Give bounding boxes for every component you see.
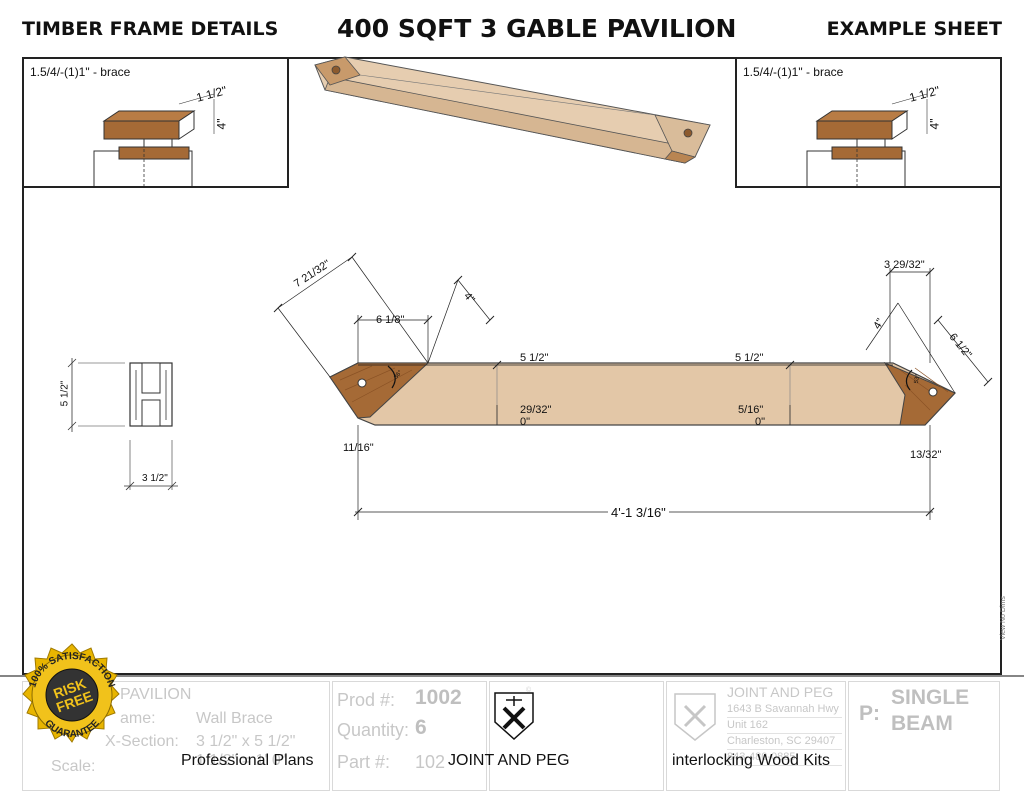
scale-value: 1 1/2" = 1' 0" [196,752,287,769]
title-block-copyright: © [489,681,664,791]
address-line-2: Unit 162 [727,718,842,734]
inset-title-left: 1.5/4/-(1)1" - brace [30,65,131,79]
dim-zero-left: 0" [520,416,531,428]
drawing-sheet [22,57,1002,675]
cross-section-view [67,358,178,491]
sheet-category: TIMBER FRAME DETAILS [22,18,279,40]
plans-caption: Professional Plans [181,752,314,769]
section-width-dim: 3 1/2" [142,473,168,484]
dim-bottom-left: 11/16" [343,442,374,454]
xsec-value: 3 1/2" x 5 1/2" [196,733,296,750]
brand-caption: JOINT AND PEG [448,752,570,769]
piece-type-line-2: BEAM [891,712,953,735]
dim-inner-right: 5/16" [738,404,764,416]
guarantee-seal: 100% SATISFACTION GUARANTEE RISK FREE [22,643,120,743]
title-block: PAVILION ame: Wall Brace X-Section: 3 1/… [0,675,1024,797]
sheet-type: EXAMPLE SHEET [826,18,1002,40]
company-phone: 843-480-0885 [727,750,842,766]
company-address: 1643 B Savannah Hwy Unit 162 Charleston,… [727,702,842,766]
company-name: JOINT AND PEG [727,684,834,700]
view-note: View No Dims [1000,596,1007,640]
prod-label: Prod #: [337,690,396,710]
copyright-text: © [526,687,584,694]
dim-top-mid-right: 5 1/2" [735,352,764,364]
dim-top-left: 6 1/8" [376,314,405,326]
kits-caption: interlocking Wood Kits [672,752,830,769]
xsec-label: X-Section: [105,733,179,750]
dim-top-right: 3 29/32" [884,259,925,271]
address-line-3: Charleston, SC 29407 [727,734,842,750]
page-title: 400 SQFT 3 GABLE PAVILION [337,14,737,43]
title-block-part-info: PAVILION ame: Wall Brace X-Section: 3 1/… [22,681,330,791]
dim-top-mid-left: 5 1/2" [520,352,549,364]
company-logo-icon [674,693,716,741]
scale-label: Scale: [51,758,96,775]
title-block-company: JOINT AND PEG 1643 B Savannah Hwy Unit 1… [666,681,846,791]
part-value: 102 [415,752,446,772]
piece-type-line-1: SINGLE [891,686,970,709]
dim-bottom-right: 13/32" [910,449,942,461]
mortise-inset-right: 1.5/4/-(1)1" - brace 1 1/2" 4" [735,57,1002,188]
dim-inner-left: 29/32" [520,404,552,416]
name-label: ame: [120,710,156,727]
brace-3d-render [314,56,711,164]
dim-overall-length: 4'-1 3/16" [608,505,669,520]
part-label: Part #: [337,752,391,772]
brand-logo-icon [494,692,534,741]
mortise-inset-left: 1.5/4/-(1)1" - brace 1 1/2" 4" [22,57,289,188]
project-name: PAVILION [120,686,192,703]
inset-title-right: 1.5/4/-(1)1" - brace [743,65,844,79]
address-line-1: 1643 B Savannah Hwy [727,702,842,718]
prod-value: 1002 [415,686,462,709]
piece-label: P: [859,702,880,725]
quantity-value: 6 [415,716,427,739]
dim-zero-right: 0" [755,416,766,428]
name-value: Wall Brace [196,710,273,727]
quantity-label: Quantity: [337,720,410,740]
title-block-piece-type: P: SINGLE BEAM [848,681,1000,791]
title-block-production: Prod #: 1002 Quantity: 6 Part #: 102 [332,681,487,791]
